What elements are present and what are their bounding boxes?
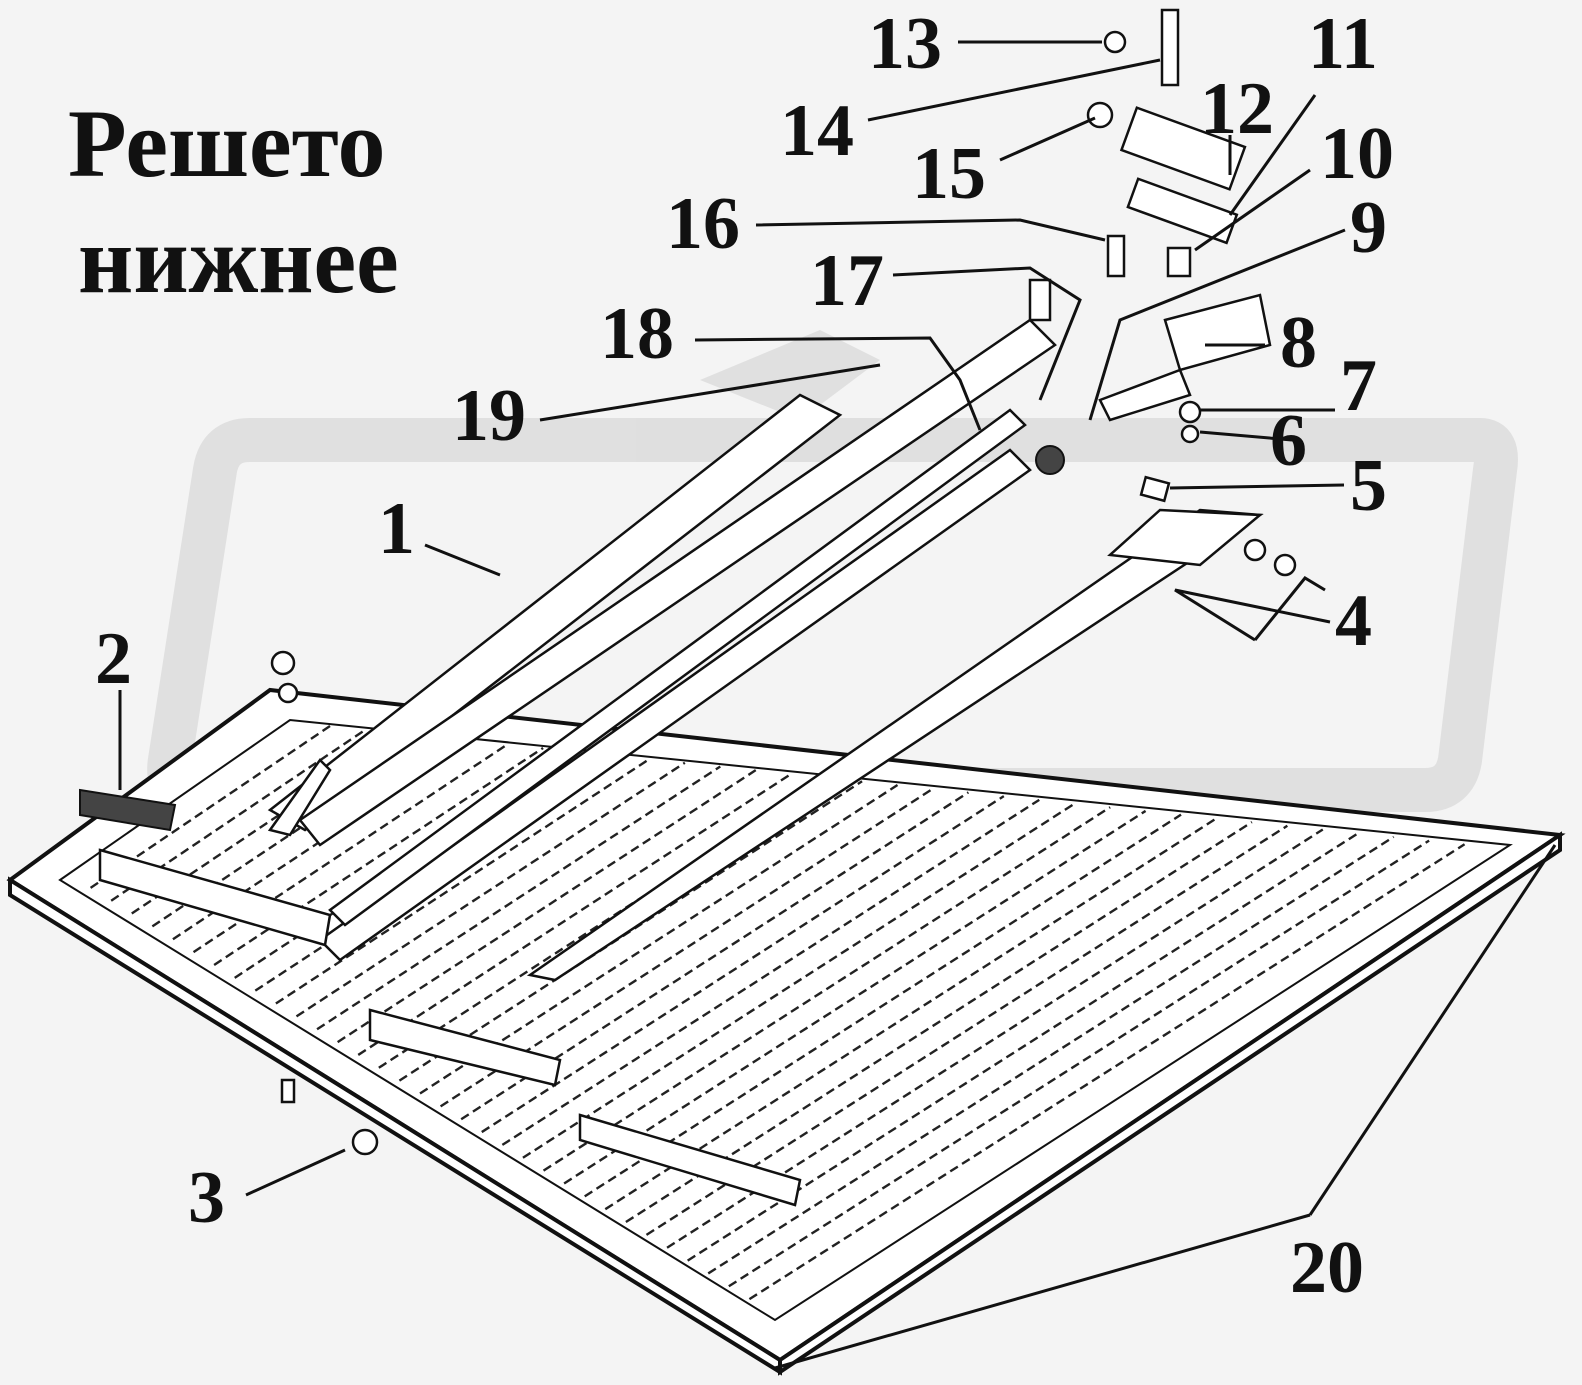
louver-slat xyxy=(522,802,1076,1159)
callout-19: 19 xyxy=(452,375,526,457)
louver-slat xyxy=(419,783,899,1095)
callout-8: 8 xyxy=(1280,302,1317,384)
callout-11: 11 xyxy=(1308,3,1378,85)
title-line-1: Решето xyxy=(68,90,386,197)
louver-slat xyxy=(275,758,651,1005)
louver-slat xyxy=(110,728,367,902)
louver-slat xyxy=(584,813,1182,1198)
louver-slat xyxy=(728,839,1430,1288)
louver-slat xyxy=(213,746,544,966)
callout-4: 4 xyxy=(1335,580,1372,662)
callout-5: 5 xyxy=(1350,445,1387,527)
callout-2: 2 xyxy=(95,618,132,700)
divider-rail xyxy=(318,448,1264,982)
callout-14: 14 xyxy=(780,90,854,172)
callout-9: 9 xyxy=(1350,187,1387,269)
louver-slat xyxy=(295,761,686,1018)
title-line-2: нижнее xyxy=(78,206,399,313)
callout-10: 10 xyxy=(1320,113,1394,195)
front-comb xyxy=(79,788,802,1207)
watermark xyxy=(147,330,1518,812)
callout-7: 7 xyxy=(1340,345,1377,427)
callout-18: 18 xyxy=(600,293,674,375)
louver-slat xyxy=(501,798,1040,1146)
louver-slat xyxy=(748,843,1466,1301)
louver-slat xyxy=(357,772,792,1056)
louver-slat xyxy=(542,806,1111,1172)
comb-bar xyxy=(328,408,1027,927)
louver-slat xyxy=(604,817,1218,1211)
louver-slat xyxy=(687,832,1359,1262)
louver-slat xyxy=(625,821,1253,1224)
louver-slat xyxy=(707,835,1395,1275)
louver-slat xyxy=(398,780,863,1082)
callout-1: 1 xyxy=(378,488,415,570)
callout-16: 16 xyxy=(666,183,740,265)
callout-20: 20 xyxy=(1290,1227,1364,1309)
hardware-parts xyxy=(1028,8,1297,577)
louver-slat xyxy=(316,765,721,1031)
callout-17: 17 xyxy=(810,240,884,322)
callout-15: 15 xyxy=(912,133,986,215)
callout-6: 6 xyxy=(1270,400,1307,482)
louver-slat xyxy=(481,795,1005,1134)
leader-lines xyxy=(118,40,1557,1370)
louver-slat xyxy=(378,776,828,1069)
louver-slat xyxy=(563,809,1147,1185)
callout-3: 3 xyxy=(188,1157,225,1239)
callout-12: 12 xyxy=(1200,68,1274,150)
stiffener-bar xyxy=(267,318,1057,847)
sieve-frame xyxy=(6,687,1566,1376)
callout-labels: 1 2 3 4 5 6 7 8 9 10 11 12 13 14 15 16 1… xyxy=(95,3,1394,1309)
callout-13: 13 xyxy=(868,3,942,85)
fasteners xyxy=(270,650,379,1156)
